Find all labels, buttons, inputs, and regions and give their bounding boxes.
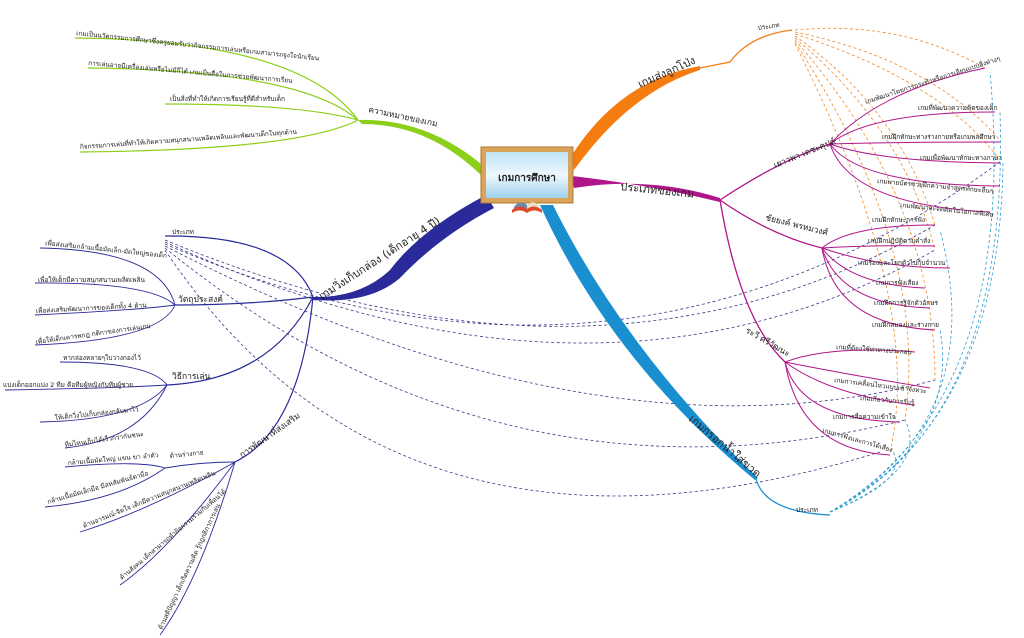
physical-item: กล้ามเนื้อมัดเล็กมือ มีสหสัมพันธ์ตามือ — [46, 468, 149, 506]
relationship-lines — [164, 27, 1004, 513]
type-item: เกมที่พัฒนาความคิดของเด็ก — [918, 103, 997, 112]
branch-bottle: เกมกรอกน้ำใส่ขวด ประเภท — [540, 205, 831, 516]
howto-item: แบ่งเด็กออกแบ่ง 2 ทีม คือทีมผู้หญิงกับที… — [3, 380, 133, 389]
type-item: เกมฝึกปฏิบัติตามคำสั่ง — [868, 236, 930, 245]
group-author: ชัยยงค์ พรหมวงศ์ — [764, 212, 829, 238]
type-item: เกมเกี่ยวกับการรับรู้ — [860, 393, 915, 407]
group-author: เยาวพา เดชะคุปต์ — [772, 136, 837, 171]
physical-label: ด้านร่างกาย — [169, 448, 204, 460]
objective-item: เพื่อให้เด็กเคารพกฎ กติกาของการเล่นเกม — [35, 321, 151, 346]
type-item: เกมร้องและโยกตัวไปกับจำนวน — [858, 259, 946, 267]
balloon-type: ประเภท — [757, 21, 780, 32]
development-label: การพัฒนาที่ส่งเสริม — [237, 410, 303, 461]
objective-label: วัตถุประสงค์ — [178, 294, 223, 305]
type-item: เกมฝึกทักษะทางร่างกายหรือเกมพลศึกษา — [882, 133, 996, 141]
branch-balloon: เกมส่งลูกโป่ง ประเภท — [572, 21, 793, 170]
type-item: เกมฝึกทักษะการฟัง — [872, 216, 925, 224]
bottle-type: ประเภท — [796, 506, 818, 514]
types-label[interactable]: ประเภทของเกม — [620, 180, 695, 201]
objective-item: เพื่อให้เด็กมีความสนุกสนานเพลิดเพลิน — [38, 275, 146, 284]
bottle-label[interactable]: เกมกรอกน้ำใส่ขวด — [686, 411, 765, 480]
type-item: เกมการสื่อความเข้าใจ — [833, 412, 896, 421]
howto-label: วิธีการเล่น — [172, 371, 211, 382]
meaning-item: การเล่นอาจมีเครื่องเล่นหรือไม่มีก็ได้ เก… — [88, 58, 294, 85]
branch-meaning: ความหมายของเกม เกมเป็นนวัตกรรมการศึกษาซึ… — [74, 28, 488, 178]
group-author: ระวี ศรีวัฒนะ — [744, 325, 792, 359]
development-item: ด้านอารมณ์-จิตใจ เด็กมีความสนุกสนานเพลิด… — [81, 468, 217, 530]
howto-item: ให้เด็กวิ่งไปเก็บกล่องกลับมาไว้ — [54, 404, 139, 422]
objective-item: เพื่อส่งเสริมกล้ามเนื้อมัดเล็ก-มัดใหญ่ขอ… — [45, 238, 168, 260]
box-type: ประเภท — [172, 228, 194, 236]
book-icon — [512, 202, 542, 213]
type-item: เกมที่ต้องใช้ท่าทางประกอบ — [836, 342, 912, 356]
meaning-item: กิจกรรมการเล่นที่ทำให้เกิดความสนุกสนานเพ… — [79, 127, 297, 151]
type-item: เกมการฟังเสียง — [876, 279, 918, 287]
meaning-item: เป็นสิ่งที่ทำให้เกิดการเรียนรู้ที่ดีสำหร… — [170, 94, 285, 103]
branch-box: เกมวิ่งเก็บกล่อง (เด็กอายุ 4 ปี) ประเภท … — [3, 195, 494, 636]
howto-item: ทีมไหนเก็บได้เร็วกว่ากันชนะ — [64, 429, 144, 449]
type-item: เกมเพื่อพัฒนาทักษะทางภาษา — [920, 153, 1002, 162]
meaning-item: เกมเป็นนวัตกรรมการศึกษาซึ่งครูยอมรับว่าก… — [76, 28, 320, 63]
objective-item: เพื่อส่งเสริมพัฒนาการของเด็กทั้ง 4 ด้าน — [36, 300, 148, 315]
center-title: เกมการศึกษา — [498, 172, 556, 184]
type-item: เกมฝึกการรู้จักตัวอักษร — [874, 299, 938, 307]
howto-item: หากล่องหลายๆใบวางกองไว้ — [63, 354, 141, 362]
center-topic[interactable]: เกมการศึกษา — [480, 146, 574, 213]
type-item: เกมพัฒนาโดยการกระทำหรือการเลียนแบบสิ่งต่… — [864, 54, 1001, 106]
type-item: เกมฝึกสมองและร่างกาย — [872, 321, 939, 329]
